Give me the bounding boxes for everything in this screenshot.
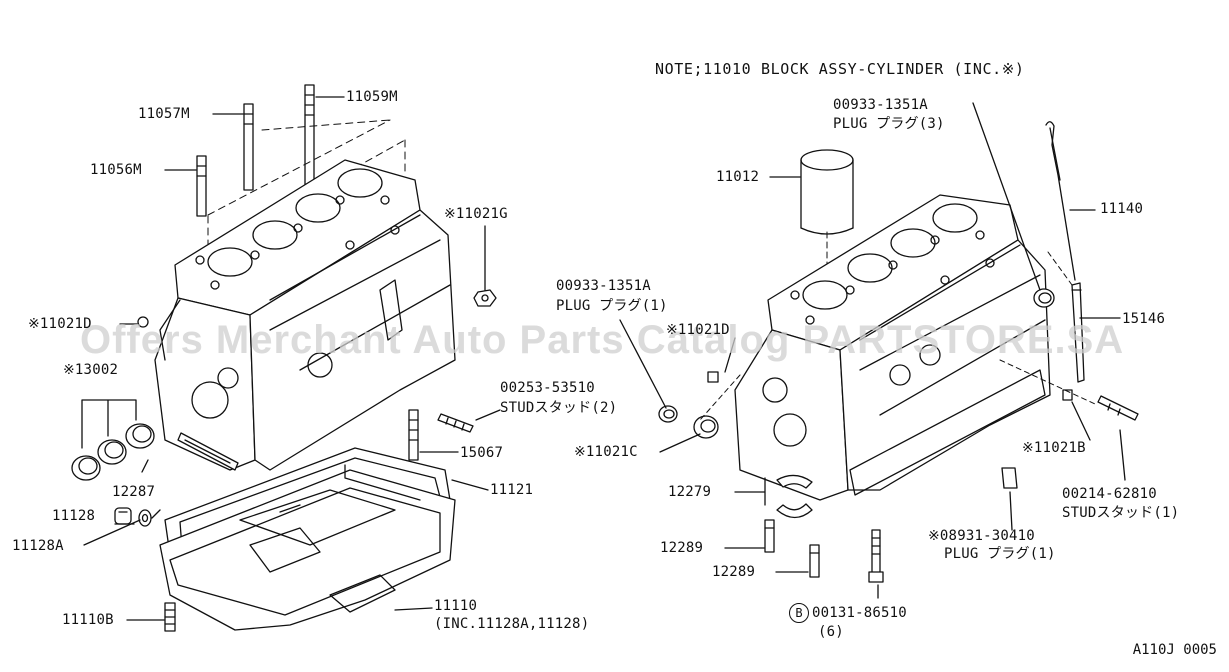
thrust-washer-12279[interactable] (776, 474, 813, 519)
part-label-15067[interactable]: 15067 (460, 445, 504, 461)
bearing-set-13002[interactable] (71, 423, 155, 481)
stud-15067[interactable] (408, 409, 419, 461)
dipstick-11140[interactable] (1045, 121, 1076, 281)
part-label-11110[interactable]: 11110 (434, 598, 478, 614)
part-label-11140[interactable]: 11140 (1100, 201, 1144, 217)
part-label-00253-53510[interactable]: 00253-53510 (500, 380, 595, 396)
plug-11021d-left[interactable] (137, 316, 149, 328)
part-label-11121[interactable]: 11121 (490, 482, 534, 498)
part-label-11021c[interactable]: ※11021C (574, 444, 638, 460)
part-label-00933-top[interactable]: 00933-1351A (833, 97, 928, 113)
part-label-11110b[interactable]: 11110B (62, 612, 114, 628)
part-label-11057m[interactable]: 11057M (138, 106, 190, 122)
bolt-00131-86510[interactable] (868, 529, 884, 583)
part-label-11128[interactable]: 11128 (52, 508, 96, 524)
part-desc-00214-62810: STUDスタッド(1) (1062, 505, 1180, 521)
cylinder-block-right[interactable] (734, 194, 1051, 501)
diagram-reference-code: A110J 0005 (1132, 642, 1217, 658)
part-label-11021b[interactable]: ※11021B (1022, 440, 1086, 456)
part-label-12279[interactable]: 12279 (668, 484, 712, 500)
stud-11056m[interactable] (196, 155, 207, 217)
part-label-11021g[interactable]: ※11021G (444, 206, 508, 222)
b-marker: B (789, 603, 809, 623)
part-qty-00131-86510: (6) (818, 624, 844, 640)
nut-11021g[interactable] (473, 289, 497, 307)
part-label-08931-30410[interactable]: ※08931-30410 (928, 528, 1035, 544)
bolt-11110b[interactable] (164, 602, 176, 632)
cylinder-liner-11012[interactable] (800, 149, 854, 235)
washer-11128a[interactable] (138, 509, 152, 527)
stud-11059m[interactable] (304, 84, 315, 186)
plug-11021d-right[interactable] (707, 371, 719, 383)
part-label-00933-mid[interactable]: 00933-1351A (556, 278, 651, 294)
plug-11021c[interactable] (693, 415, 719, 439)
part-label-11012[interactable]: 11012 (716, 169, 760, 185)
part-label-11059m[interactable]: 11059M (346, 89, 398, 105)
plug-08931-30410[interactable] (1001, 467, 1018, 489)
diagram-note: NOTE;11010 BLOCK ASSY-CYLINDER (INC.※) (655, 60, 1025, 78)
plug-11021b[interactable] (1062, 389, 1073, 401)
oil-pan-11110[interactable] (159, 464, 456, 631)
stud-11057m[interactable] (243, 103, 254, 191)
part-label-13002[interactable]: ※13002 (63, 362, 119, 378)
part-label-00214-62810[interactable]: 00214-62810 (1062, 486, 1157, 502)
dowel-pin-12289-a[interactable] (764, 519, 775, 553)
part-label-12289-a[interactable]: 12289 (660, 540, 704, 556)
part-label-11021d-right[interactable]: ※11021D (666, 322, 730, 338)
part-desc-00933-mid: PLUG プラグ(1) (556, 298, 668, 314)
dowel-pin-12289-b[interactable] (809, 544, 820, 578)
part-label-15146[interactable]: 15146 (1122, 311, 1166, 327)
plug-00933-top[interactable] (1033, 288, 1055, 308)
stud-00214-62810[interactable] (1097, 395, 1139, 421)
part-label-11128a[interactable]: 11128A (12, 538, 64, 554)
part-label-12287[interactable]: 12287 (112, 484, 156, 500)
drain-plug-11128[interactable] (114, 507, 132, 525)
part-label-12289-b[interactable]: 12289 (712, 564, 756, 580)
part-desc-11110: (INC.11128A,11128) (434, 616, 590, 632)
part-desc-08931-30410: PLUG プラグ(1) (944, 546, 1056, 562)
watermark: Offers Merchant Auto Parts Catalog PARTS… (80, 318, 1125, 362)
plug-00933-mid[interactable] (658, 405, 678, 423)
part-desc-00933-top: PLUG プラグ(3) (833, 116, 945, 132)
gasket-strip-12287[interactable] (177, 432, 239, 471)
part-label-11021d-left[interactable]: ※11021D (28, 316, 92, 332)
cylinder-block-left[interactable] (154, 159, 456, 471)
stud-00253-53510[interactable] (437, 413, 474, 433)
part-label-11056m[interactable]: 11056M (90, 162, 142, 178)
part-desc-00253-53510: STUDスタッド(2) (500, 400, 618, 416)
part-label-00131-86510[interactable]: 00131-86510 (812, 605, 907, 621)
dipstick-tube-15146[interactable] (1071, 282, 1085, 383)
